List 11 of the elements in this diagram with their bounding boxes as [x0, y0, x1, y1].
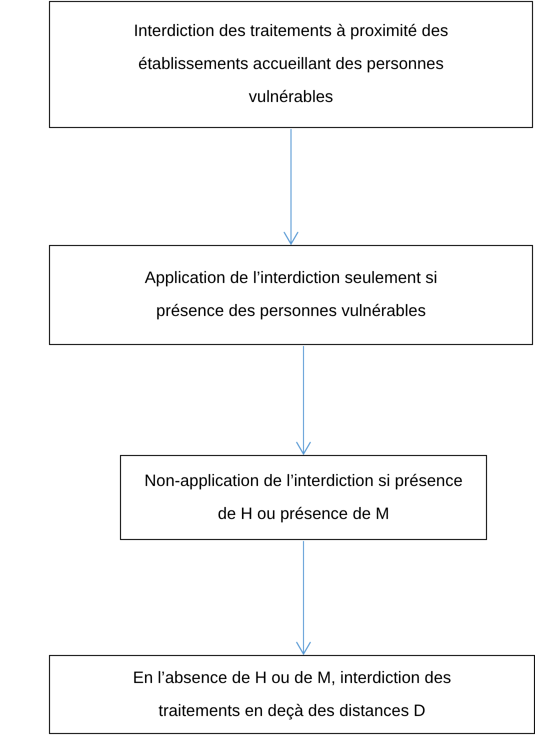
arrow [283, 128, 299, 245]
box-text: Application de l’interdiction seulement si présence des personnes vulnérables [144, 268, 438, 322]
process-box [120, 455, 487, 540]
process-box [49, 655, 535, 734]
box-text: En l’absence de H ou de M, interdiction des traitements en deçà des distances D [132, 668, 452, 722]
box-text: Interdiction des traitements à proximité des établissements accueillant des personnes vulnérables [132, 21, 450, 108]
arrow [296, 346, 312, 455]
box-text: Non-application de l’interdiction si présence de H ou présence de M [143, 470, 464, 524]
arrow [296, 540, 312, 655]
process-box [49, 1, 533, 128]
process-box [49, 245, 533, 345]
